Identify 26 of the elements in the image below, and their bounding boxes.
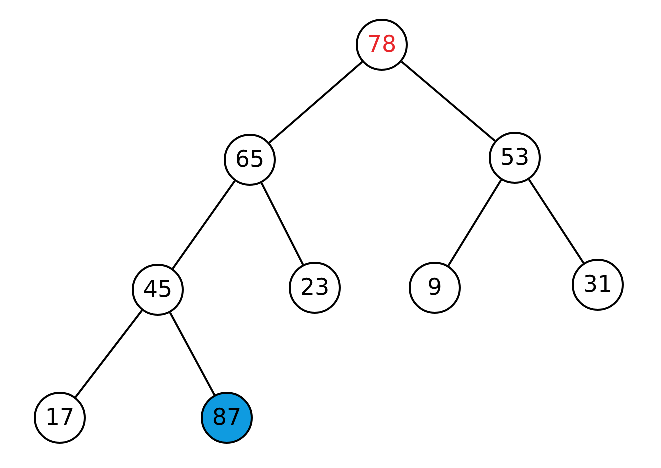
tree-node-circle xyxy=(572,259,624,311)
tree-edge xyxy=(260,182,304,266)
tree-edge xyxy=(448,180,502,266)
node-value: 23 xyxy=(300,276,330,300)
tree-node-circle xyxy=(34,392,86,444)
tree-edge xyxy=(169,312,216,396)
node-value: 17 xyxy=(45,406,75,430)
tree-edge xyxy=(75,310,143,398)
tree-node-circle xyxy=(132,264,184,316)
node-value: 31 xyxy=(583,274,613,296)
tree-node-circle xyxy=(289,262,341,314)
tree-node-circle xyxy=(201,392,253,444)
tree-node-circle xyxy=(409,262,461,314)
node-value: 87 xyxy=(212,406,242,430)
tree-edge xyxy=(401,61,496,142)
tree-edge xyxy=(528,179,585,264)
tree-node-circle xyxy=(356,19,408,71)
node-value: 45 xyxy=(143,278,173,302)
tree-node-circle xyxy=(489,132,541,184)
node-value: 53 xyxy=(500,146,530,170)
node-value: 9 xyxy=(428,276,442,300)
node-value: 78 xyxy=(367,34,397,56)
tree-edge xyxy=(268,61,364,144)
tree-edge xyxy=(172,180,236,270)
node-value: 65 xyxy=(235,148,265,172)
tree-node-circle xyxy=(224,134,276,186)
